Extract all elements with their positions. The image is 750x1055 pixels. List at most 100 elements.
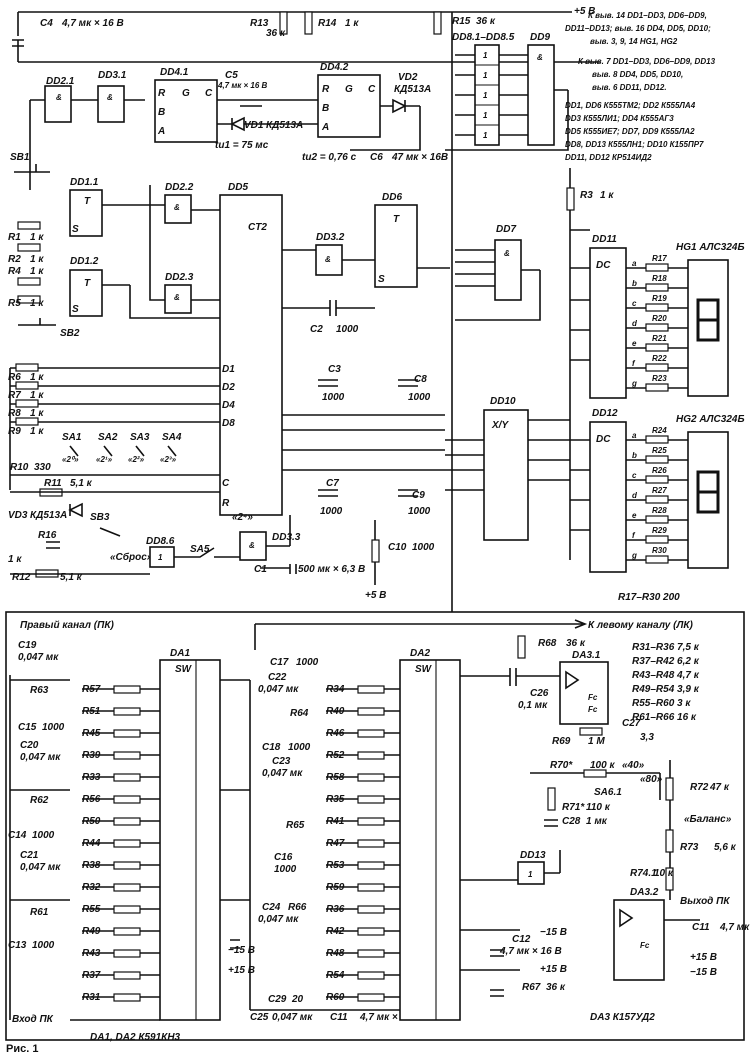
input-resistor-ref: R34 xyxy=(326,684,345,695)
sa2-ref[interactable]: SA2 xyxy=(98,432,118,443)
r73-body xyxy=(665,777,674,801)
input-resistor xyxy=(357,729,385,738)
sa1-ref[interactable]: SA1 xyxy=(62,432,82,443)
segment-resistor-ref: R27 xyxy=(652,486,667,495)
svg-text:1: 1 xyxy=(483,131,488,140)
segment-resistor xyxy=(645,435,669,444)
sa3-ref[interactable]: SA3 xyxy=(130,432,150,443)
r70-value: 1 М xyxy=(588,736,605,747)
r14-value: 1 к xyxy=(345,18,359,29)
r69-value: 36 к xyxy=(566,638,586,649)
c21-ref: C21 xyxy=(20,850,39,861)
m15-label-3: −15 В xyxy=(690,967,717,978)
r72-ref: R71* xyxy=(562,802,585,813)
resistor-value-list: R31–R36 7,5 к R37–R42 6,2 к R43–R48 4,7 … xyxy=(632,642,700,723)
figure-caption: Рис. 1 xyxy=(6,1043,38,1055)
c4-value: 4,7 мк × 16 В xyxy=(61,18,124,29)
svg-text:S: S xyxy=(72,304,79,315)
segment-resistor-ref: R24 xyxy=(652,426,667,435)
svg-text:G: G xyxy=(182,88,190,99)
input-resistor xyxy=(113,707,141,716)
segment-letter: c xyxy=(632,299,637,308)
dd13-ref: DD13 xyxy=(520,850,546,861)
input-resistor-ref: R45 xyxy=(82,728,101,739)
dd7-box xyxy=(494,239,522,301)
dd33-ref: DD3.3 xyxy=(272,532,301,543)
svg-text:T: T xyxy=(84,196,91,207)
r74-body[interactable] xyxy=(665,829,674,853)
segment-resistor-ref: R26 xyxy=(652,466,667,475)
segment-resistor-ref: R29 xyxy=(652,526,667,535)
r73-ref: R72 xyxy=(690,782,709,793)
c29-value: 4,7 мк × 16 В xyxy=(719,922,750,933)
svg-text:«2¹»: «2¹» xyxy=(96,455,113,464)
dd31-ref: DD3.1 xyxy=(98,70,127,81)
c14-value: 1000 xyxy=(32,830,55,841)
dd7-ref: DD7 xyxy=(496,224,516,235)
svg-text:1: 1 xyxy=(528,870,533,879)
segment-letter: g xyxy=(631,551,637,560)
input-resistor-ref: R35 xyxy=(326,794,345,805)
r69-body xyxy=(517,635,526,659)
input-resistor-ref: R40 xyxy=(326,706,345,717)
dd32-ref: DD3.2 xyxy=(316,232,345,243)
c3-value: 1000 xyxy=(336,324,359,335)
svg-text:Fc: Fc xyxy=(640,941,650,950)
sa-switch-group: SA1 SA2 SA3 SA4 «2⁰» «2¹» «2²» «2³» xyxy=(10,432,220,476)
r13-ref: R13 xyxy=(250,18,269,29)
svg-text:R49–R54 3,9 к: R49–R54 3,9 к xyxy=(632,684,700,695)
segment-resistor xyxy=(645,475,669,484)
input-resistor-ref: R44 xyxy=(82,838,101,849)
input-resistor-ref: R37 xyxy=(82,970,101,981)
m15-label-2: −15 В xyxy=(540,927,567,938)
c20-ref: C20 xyxy=(20,740,39,751)
r61-ref: R61 xyxy=(30,907,49,918)
r65-ref: R65 xyxy=(286,820,305,831)
svg-text:DD3 К555ЛИ1; DD4 К555АГ3: DD3 К555ЛИ1; DD4 К555АГ3 xyxy=(565,114,674,123)
c7-value: 1000 xyxy=(322,392,345,403)
r11-ref: R12 xyxy=(12,572,31,583)
r69-ref: R68 xyxy=(538,638,557,649)
input-resistor xyxy=(357,927,385,936)
c1-ref: R16 xyxy=(38,530,57,541)
svg-text:1: 1 xyxy=(483,71,488,80)
c1-value: 1 к xyxy=(8,554,22,565)
svg-text:S: S xyxy=(72,224,79,235)
sb1-ref: SB1 xyxy=(10,152,30,163)
r16-body xyxy=(566,187,575,211)
input-resistor-ref: R31 xyxy=(82,992,101,1003)
r67-ref: C29 xyxy=(268,994,287,1005)
svg-text:CT2: CT2 xyxy=(248,222,267,233)
r13-body xyxy=(279,11,288,35)
input-resistor xyxy=(113,685,141,694)
sa4-ref[interactable]: SA4 xyxy=(162,432,182,443)
r9-value: 330 xyxy=(34,462,51,473)
sa5-ref[interactable]: SA5 xyxy=(190,544,210,555)
r68-ref: C11 xyxy=(330,1012,348,1023)
svg-text:D2: D2 xyxy=(222,382,235,393)
segment-resistor xyxy=(645,263,669,272)
sb2-ref: SB2 xyxy=(60,328,80,339)
f40-label: «40» xyxy=(622,760,645,771)
input-resistor-ref: R41 xyxy=(326,816,345,827)
r63-ref: R63 xyxy=(30,685,49,696)
c10-ref: C9 xyxy=(412,490,425,501)
input-resistor xyxy=(113,839,141,848)
sb3-ref[interactable]: SB3 xyxy=(90,512,110,523)
vd2-value: КД513А xyxy=(394,84,431,95)
dd10-ref: DD10 xyxy=(490,396,516,407)
da1-ref: DA1 xyxy=(170,648,190,659)
input-resistor xyxy=(113,971,141,980)
dd5-box xyxy=(219,194,283,516)
segment-resistor xyxy=(645,383,669,392)
r6-ref: R7 xyxy=(8,390,21,401)
segment-letter: f xyxy=(632,531,636,540)
sa6-ref[interactable]: SA6.1 xyxy=(594,787,622,798)
r15-body xyxy=(433,11,442,35)
tu2-label: tu2 = 0,76 с xyxy=(302,152,357,163)
c17-ref: C18 xyxy=(262,742,281,753)
c28-ref: C28 xyxy=(562,816,581,827)
c15-value: 1000 xyxy=(42,722,65,733)
dd11b-box xyxy=(589,247,627,399)
c24-value: 0,047 мк xyxy=(258,914,299,925)
